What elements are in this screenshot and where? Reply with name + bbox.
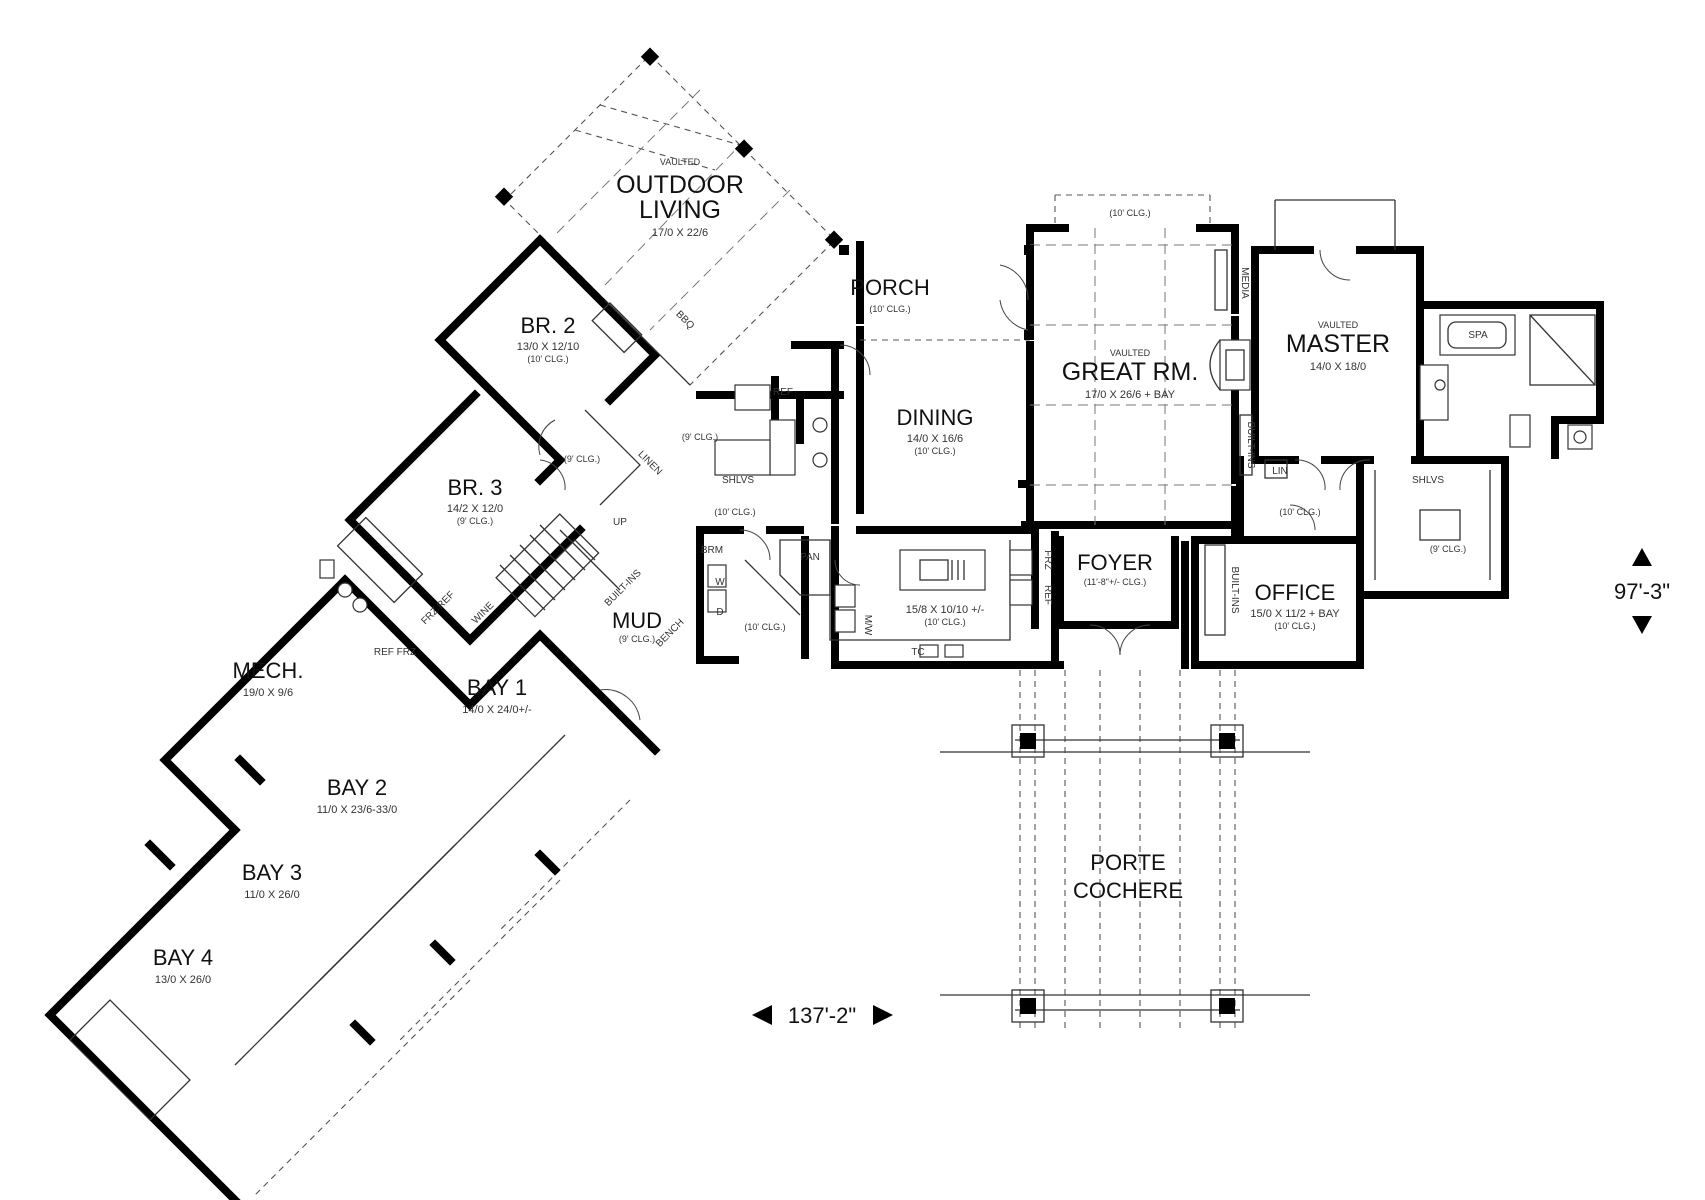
br2-name: BR. 2 — [520, 313, 575, 338]
great-rm-dims: 17/0 X 26/6 + BAY — [1085, 389, 1176, 401]
office-name: OFFICE — [1255, 580, 1336, 605]
master-name: MASTER — [1286, 330, 1390, 358]
great-rm-top-clg-label: (10' CLG.) — [1109, 208, 1150, 218]
great-rm-vaulted-note: VAULTED — [1110, 348, 1151, 358]
pan-label: PAN — [800, 552, 820, 563]
porte-cochere-name-1: PORTE — [1090, 850, 1165, 875]
frz-label: FRZ — [1042, 550, 1053, 569]
br3-clg: (9' CLG.) — [457, 516, 493, 526]
office-dims: 15/0 X 11/2 + BAY — [1250, 608, 1340, 620]
lin-label: LIN — [1272, 466, 1288, 477]
ref-label-kitchen: REF — [1042, 585, 1053, 605]
outdoor-living-name-1: OUTDOOR — [616, 171, 744, 199]
ref-label-bath: REF — [773, 387, 793, 398]
mech-name: MECH. — [233, 658, 304, 683]
brm-label: BRM — [701, 545, 723, 556]
bay2-dims: 11/0 X 23/6-33/0 — [317, 804, 398, 816]
bbq-label: BBQ — [673, 309, 696, 332]
depth-dimension: 97'-3" — [1614, 548, 1670, 634]
hall-clg-label-master: (10' CLG.) — [1279, 507, 1320, 517]
width-right-arrow-icon — [873, 1005, 893, 1025]
depth-dimension-label: 97'-3" — [1614, 579, 1670, 604]
mech-dims: 19/0 X 9/6 — [243, 687, 293, 699]
mw-label: M/W — [862, 615, 873, 636]
linen-label: LINEN — [635, 449, 664, 478]
outdoor-living-name-2: LIVING — [639, 196, 721, 224]
mud-clg: (9' CLG.) — [619, 634, 655, 644]
tc-label: TC — [911, 647, 924, 658]
laundry-clg-label: (10' CLG.) — [744, 622, 785, 632]
spa-label: SPA — [1468, 330, 1488, 341]
outdoor-living-dims: 17/0 X 22/6 — [652, 227, 708, 239]
porch-clg: (10' CLG.) — [869, 304, 910, 314]
porte-cochere-name-2: COCHERE — [1073, 878, 1183, 903]
width-left-arrow-icon — [752, 1005, 772, 1025]
porch-name: PORCH — [850, 275, 929, 300]
bay3-dims: 11/0 X 26/0 — [244, 889, 299, 901]
br3-name: BR. 3 — [447, 475, 502, 500]
columns — [839, 245, 1034, 488]
master-dims: 14/0 X 18/0 — [1310, 361, 1366, 373]
bay4-name: BAY 4 — [153, 945, 213, 970]
br3-dims: 14/2 X 12/0 — [447, 503, 503, 515]
master-vaulted-note: VAULTED — [1318, 320, 1359, 330]
depth-up-arrow-icon — [1632, 548, 1652, 566]
built-ins-label-mud: BUILT-INS — [603, 567, 644, 608]
br2-clg: (10' CLG.) — [527, 354, 568, 364]
stairs — [495, 513, 621, 618]
garage-walls — [44, 574, 661, 1200]
kitchen-dims: 15/8 X 10/10 +/- — [906, 604, 985, 616]
foyer-name: FOYER — [1077, 550, 1153, 575]
dining-clg: (10' CLG.) — [914, 446, 955, 456]
washer-label: W — [715, 577, 725, 588]
bay1-dims: 14/0 X 24/0+/- — [462, 704, 532, 716]
bay3-name: BAY 3 — [242, 860, 302, 885]
up-label: UP — [613, 517, 627, 528]
great-rm-name: GREAT RM. — [1062, 358, 1199, 386]
hall-clg-label: (10' CLG.) — [714, 507, 755, 517]
br3-closet-clg-label: (9' CLG.) — [564, 454, 600, 464]
door-swings — [538, 249, 1371, 721]
kitchen-clg: (10' CLG.) — [924, 617, 965, 627]
bay2-name: BAY 2 — [327, 775, 387, 800]
fixtures — [707, 249, 1596, 658]
media-label: MEDIA — [1239, 267, 1250, 299]
dining-dims: 14/0 X 16/6 — [907, 433, 963, 445]
depth-down-arrow-icon — [1632, 616, 1652, 634]
built-ins-label-great-rm: BUILT-INS — [1245, 421, 1256, 468]
dining-name: DINING — [897, 405, 974, 430]
foyer-clg: (11'-8"+/- CLG.) — [1084, 577, 1147, 587]
porte-cochere-structure — [940, 670, 1310, 1030]
bay1-name: BAY 1 — [467, 675, 527, 700]
ceiling-beams — [860, 194, 1396, 525]
room-labels: VAULTED OUTDOOR LIVING 17/0 X 22/6 PORCH… — [153, 157, 1390, 986]
shlvs-label-closet: SHLVS — [1412, 475, 1444, 486]
br2-dims: 13/0 X 12/10 — [517, 341, 579, 353]
shlvs-label-hall: SHLVS — [722, 475, 754, 486]
width-dimension: 137'-2" — [752, 1003, 893, 1028]
outdoor-living-vaulted-note: VAULTED — [660, 157, 701, 167]
bay4-dims: 13/0 X 26/0 — [155, 974, 211, 986]
width-dimension-label: 137'-2" — [788, 1003, 856, 1028]
built-ins-label-office: BUILT-INS — [1229, 566, 1240, 613]
bath-clg-label: (9' CLG.) — [682, 432, 718, 442]
closet-clg-label: (9' CLG.) — [1430, 544, 1466, 554]
mud-name: MUD — [612, 608, 662, 633]
office-clg: (10' CLG.) — [1274, 621, 1315, 631]
dryer-label: D — [716, 607, 723, 618]
bedroom-wing-walls — [319, 234, 691, 646]
ref-frz-label-left: REF FRZ — [374, 647, 416, 658]
